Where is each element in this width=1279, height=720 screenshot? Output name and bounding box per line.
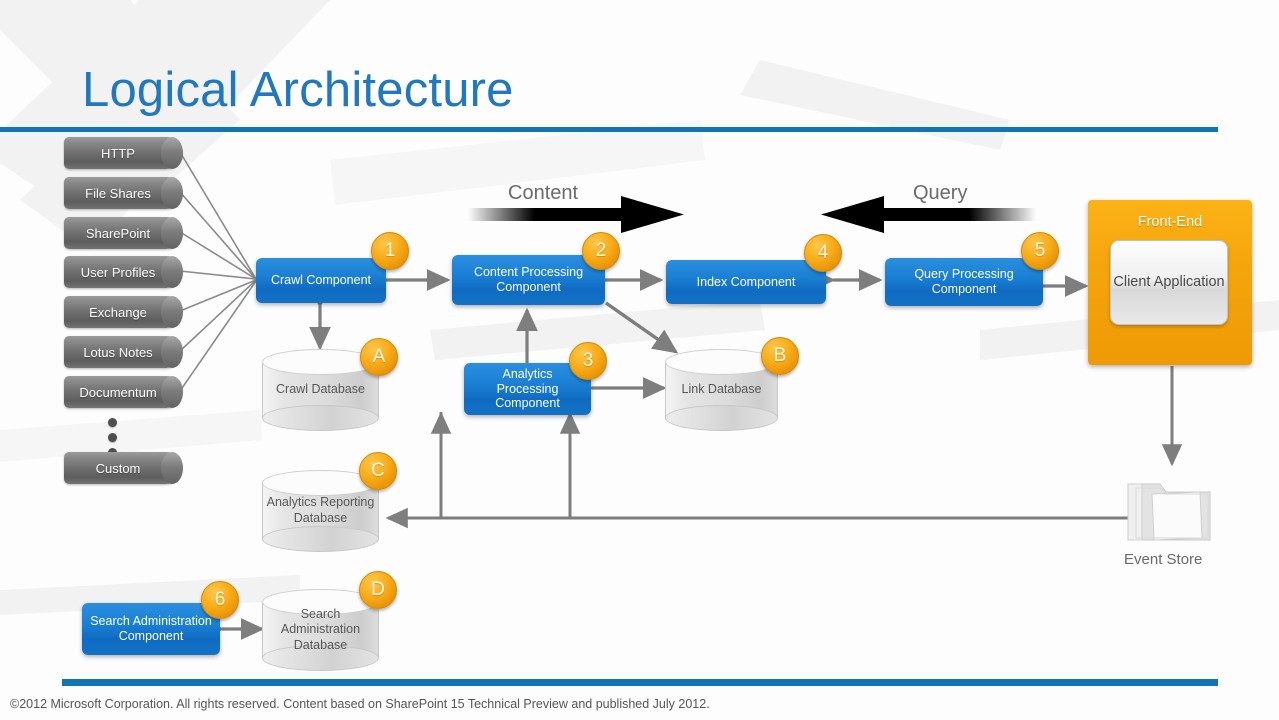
source-label: SharePoint: [85, 225, 151, 241]
source-item-documentum[interactable]: Documentum: [64, 376, 183, 408]
component-label: Index Component: [696, 274, 796, 289]
footer-divider: [62, 679, 1218, 686]
database-label: Search Administration Database: [280, 606, 361, 652]
badge-content-processing: 2: [582, 232, 620, 270]
source-label: File Shares: [85, 185, 151, 201]
cylinder-bottom: [262, 405, 379, 431]
content-flow-label: Content: [508, 182, 579, 204]
source-label: User Profiles: [80, 264, 156, 280]
badge-analytics-processing: 3: [569, 342, 607, 380]
database-search-administration[interactable]: Search Administration Database: [262, 589, 379, 671]
dot-icon: [108, 433, 117, 442]
badge-query-processing: 5: [1021, 232, 1059, 270]
badge-crawl: 1: [371, 232, 409, 270]
source-item-custom[interactable]: Custom: [64, 452, 183, 484]
source-label: Custom: [95, 460, 141, 476]
component-search-administration[interactable]: Search Administration Component: [82, 603, 220, 655]
component-label: Analytics Processing Component: [495, 366, 560, 411]
component-label: Search Administration Component: [90, 614, 212, 643]
component-analytics-processing[interactable]: Analytics Processing Component: [464, 363, 591, 415]
badge-index: 4: [804, 234, 842, 272]
event-store-label: Event Store: [1124, 551, 1203, 568]
component-query-processing[interactable]: Query Processing Component: [885, 258, 1043, 306]
badge-search-administration: 6: [201, 581, 239, 619]
database-label: Analytics Reporting Database: [266, 495, 375, 525]
database-link[interactable]: Link Database: [665, 349, 778, 431]
source-item-file-shares[interactable]: File Shares: [64, 177, 183, 209]
component-label: Crawl Component: [270, 273, 372, 288]
database-analytics-reporting[interactable]: Analytics Reporting Database: [262, 470, 379, 552]
cylinder-bottom: [665, 405, 778, 431]
source-label: Documentum: [79, 384, 157, 400]
source-item-sharepoint[interactable]: SharePoint: [64, 217, 183, 249]
cylinder-top: [665, 349, 778, 375]
source-item-lotus-notes[interactable]: Lotus Notes: [64, 336, 183, 368]
component-content-processing[interactable]: Content Processing Component: [452, 255, 605, 305]
database-label: Crawl Database: [276, 382, 365, 397]
frontend-container[interactable]: Front-End Client Application: [1088, 200, 1252, 365]
badge-crawl-database: A: [360, 338, 398, 376]
database-label: Link Database: [681, 382, 762, 397]
cylinder-bottom: [262, 526, 379, 552]
source-label: Exchange: [89, 304, 147, 320]
component-crawl[interactable]: Crawl Component: [256, 258, 386, 303]
query-flow-arrow: [821, 196, 1036, 233]
header-divider: [0, 127, 1218, 132]
source-label: HTTP: [101, 145, 135, 161]
badge-search-administration-database: D: [359, 571, 397, 609]
frontend-label: Front-End: [1137, 214, 1203, 230]
component-label: Query Processing Component: [914, 267, 1014, 296]
badge-analytics-reporting-database: C: [359, 452, 397, 490]
source-label: Lotus Notes: [83, 344, 153, 360]
event-store-icon[interactable]: [1122, 468, 1222, 548]
client-application-box[interactable]: Client Application: [1110, 240, 1228, 325]
page-title: Logical Architecture: [82, 63, 514, 117]
component-index[interactable]: Index Component: [666, 260, 826, 304]
dot-icon: [108, 418, 117, 427]
copyright-text: ©2012 Microsoft Corporation. All rights …: [10, 697, 710, 711]
content-flow-arrow: [468, 196, 684, 233]
source-item-user-profiles[interactable]: User Profiles: [64, 256, 183, 288]
component-label: Content Processing Component: [473, 265, 584, 294]
source-item-http[interactable]: HTTP: [64, 137, 183, 169]
cylinder-bottom: [262, 645, 379, 671]
badge-link-database: B: [761, 337, 799, 375]
query-flow-label: Query: [913, 182, 968, 204]
client-application-label: Client Application: [1113, 274, 1225, 291]
source-item-exchange[interactable]: Exchange: [64, 296, 183, 328]
